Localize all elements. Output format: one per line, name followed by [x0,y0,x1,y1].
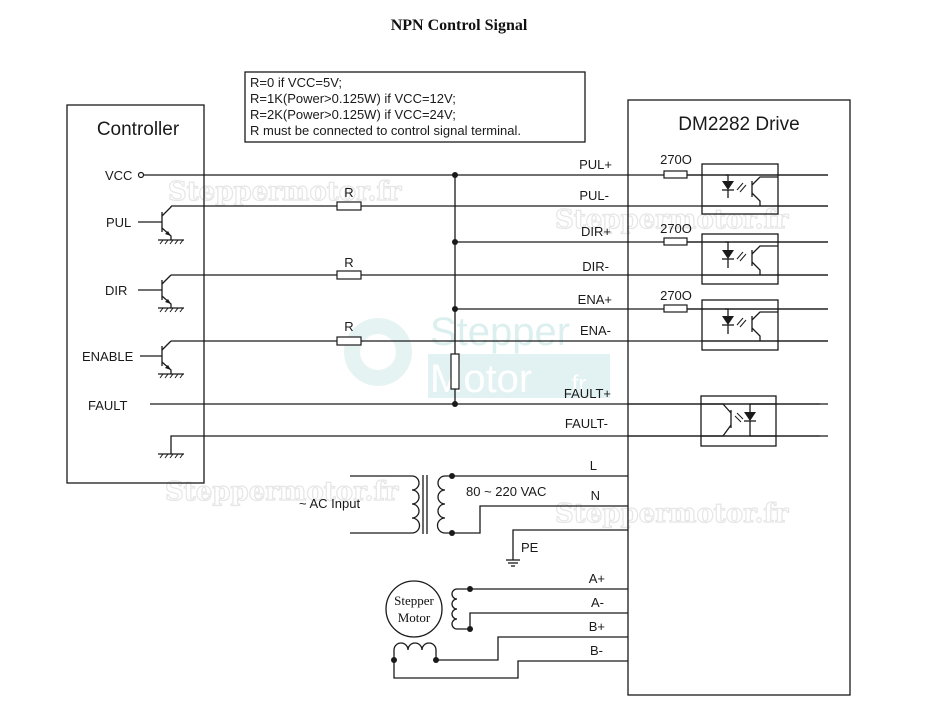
terminal-n: N [591,488,600,503]
watermark-text: Steppermotor.fr [555,205,789,235]
svg-text:R: R [344,255,353,270]
controller-title: Controller [97,119,180,140]
svg-text:270O: 270O [660,288,692,303]
optocoupler-pul [687,163,828,215]
terminal-a-plus: A+ [589,571,605,586]
pin-label-fault: FAULT [88,398,128,413]
svg-text:R: R [344,319,353,334]
transformer: ~ AC Input 80 ~ 220 VAC [299,473,628,536]
optocoupler-ena [687,299,828,351]
dir-transistor [138,274,184,313]
resistor-r-dir: R [336,255,362,280]
svg-text:R: R [344,185,353,200]
drive-terminal-labels: PUL+ PUL- DIR+ DIR- ENA+ ENA- FAULT+ FAU… [521,157,612,658]
note-line: R must be connected to control signal te… [250,123,521,138]
resistor-r-enable: R [336,319,362,346]
pin-label-vcc: VCC [105,168,132,183]
pin-label-dir: DIR [105,283,127,298]
optocoupler-fault [628,395,820,447]
watermark-text: Steppermotor.fr [168,177,402,207]
watermark-logo-line1: Stepper [430,310,570,354]
terminal-pul-minus: PUL- [579,188,609,203]
resistor-fault-pullup [450,353,460,390]
pe-ground [506,529,628,567]
terminal-l: L [590,458,597,473]
input-resistor-pul: 270O [660,152,692,179]
watermark-text: Steppermotor.fr [555,499,789,529]
note-line: R=2K(Power>0.125W) if VCC=24V; [250,107,456,122]
stepper-motor: Stepper Motor [385,580,628,679]
terminal-fault-plus: FAULT+ [564,386,611,401]
watermark-logo-suffix: .fr [565,371,586,398]
terminal-pe: PE [521,540,539,555]
terminal-b-plus: B+ [589,619,605,634]
enable-transistor [140,340,184,379]
ground-symbol [158,435,828,459]
voltage-label: 80 ~ 220 VAC [466,484,546,499]
motor-label-line2: Motor [398,610,431,625]
note-box: R=0 if VCC=5V; R=1K(Power>0.125W) if VCC… [244,71,586,143]
terminal-ena-plus: ENA+ [578,292,612,307]
motor-label-line1: Stepper [394,593,434,608]
diagram-title: NPN Control Signal [391,17,528,34]
watermark-logo: Stepper Motor .fr [344,310,610,401]
note-line: R=0 if VCC=5V; [250,75,342,90]
terminal-a-minus: A- [591,595,604,610]
drive-title: DM2282 Drive [678,114,799,135]
terminal-pul-plus: PUL+ [579,157,612,172]
pin-label-pul: PUL [106,215,131,230]
drive-box: DM2282 Drive [627,99,851,696]
terminal-dir-minus: DIR- [582,259,609,274]
terminal-ena-minus: ENA- [580,323,611,338]
pin-label-enable: ENABLE [82,349,134,364]
optocoupler-dir [687,233,828,285]
watermark-layer: Steppermotor.fr Steppermotor.fr Stepperm… [164,176,789,529]
vcc-terminal [137,171,145,179]
terminal-b-minus: B- [590,643,603,658]
watermark-logo-line2: Motor [430,357,532,401]
svg-text:270O: 270O [660,152,692,167]
ac-input-label: ~ AC Input [299,496,360,511]
svg-text:270O: 270O [660,221,692,236]
watermark-text: Steppermotor.fr [165,477,399,507]
resistor-r-pul: R [336,185,362,211]
terminal-fault-minus: FAULT- [565,416,608,431]
pul-transistor [138,206,184,245]
controller-box: Controller VCC PUL DIR ENABLE FAULT [66,104,205,484]
note-line: R=1K(Power>0.125W) if VCC=12V; [250,91,456,106]
terminal-dir-plus: DIR+ [581,224,611,239]
